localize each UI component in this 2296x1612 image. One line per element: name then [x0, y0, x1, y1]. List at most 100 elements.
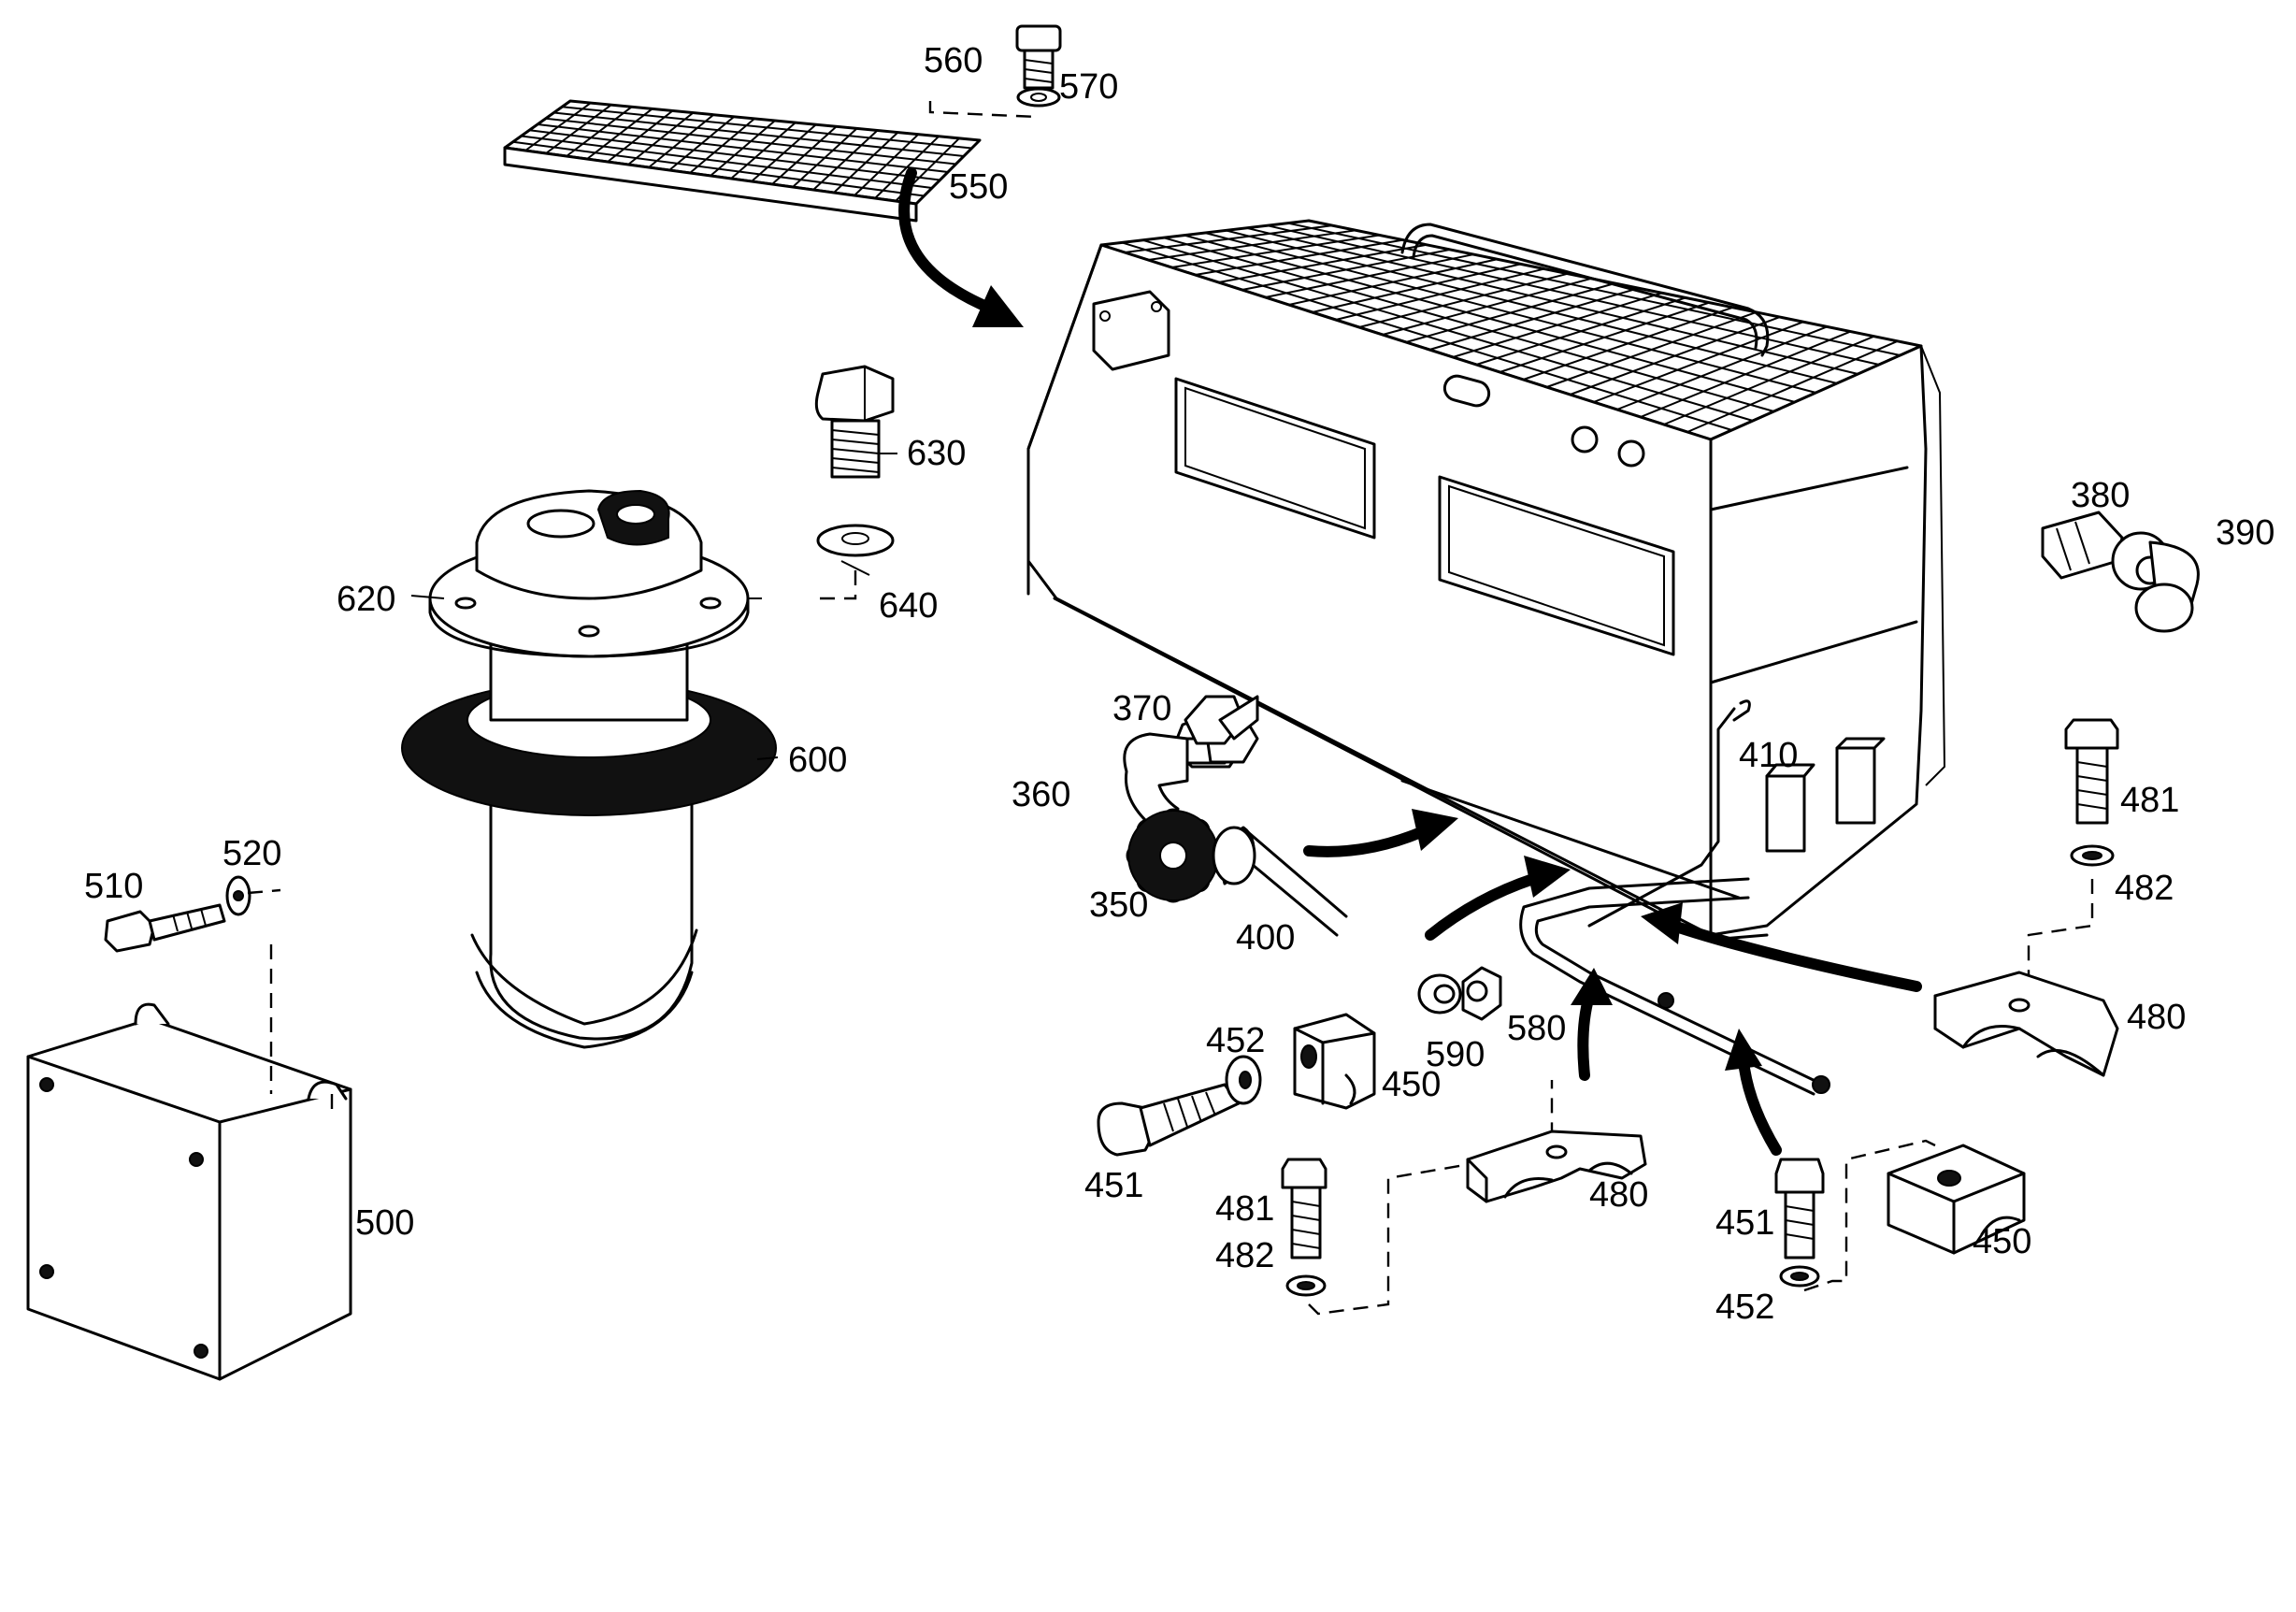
grid-line	[854, 133, 919, 196]
label-450-left: 450	[1382, 1065, 1441, 1104]
canister-620-600	[401, 489, 777, 1049]
label-350: 350	[1089, 885, 1148, 925]
grid-line	[1382, 277, 1592, 336]
label-370: 370	[1112, 689, 1171, 728]
label-580: 580	[1507, 1009, 1566, 1048]
block-450-left	[1293, 1013, 1376, 1110]
grid-line	[1335, 267, 1545, 321]
label-480-left: 480	[1589, 1175, 1648, 1215]
grid-line	[1148, 229, 1356, 261]
grid-line	[566, 106, 633, 157]
label-481-right: 481	[2120, 781, 2179, 820]
grid-line	[1171, 234, 1380, 268]
clamp-480-left	[1466, 1130, 1647, 1203]
label-520: 520	[222, 834, 281, 873]
thread-line	[831, 429, 880, 436]
fitting-370	[1184, 695, 1259, 745]
grid-line	[751, 123, 817, 182]
washer-590	[1417, 973, 1462, 1015]
label-550: 550	[949, 167, 1008, 207]
label-481-left: 481	[1215, 1189, 1274, 1229]
arrow-right-to-pipe	[1641, 902, 1922, 992]
pipe-bent	[1400, 779, 1830, 1096]
grid-line	[1546, 310, 1757, 388]
bolt-481-right	[2027, 718, 2119, 1000]
grid-line	[874, 136, 940, 199]
arrow-valve	[1303, 809, 1458, 857]
label-560: 560	[924, 41, 983, 80]
label-640: 640	[879, 586, 938, 626]
grid-line	[1686, 339, 1899, 433]
label-451-left: 451	[1084, 1166, 1143, 1205]
label-600: 600	[788, 741, 847, 780]
thread-line	[831, 439, 880, 445]
label-360: 360	[1012, 775, 1070, 814]
bolt-560	[928, 24, 1062, 119]
bolt-451-right	[1774, 1139, 1936, 1292]
grid-line	[607, 109, 674, 163]
clamp-480-right	[1933, 971, 2119, 1077]
grid-line	[730, 122, 796, 180]
grid-line	[1405, 282, 1615, 343]
arrow-up-451	[1725, 1029, 1782, 1156]
grid-line	[833, 131, 899, 194]
thread-line	[831, 457, 880, 464]
grid-line	[1616, 325, 1828, 410]
arrow-up-480	[1571, 968, 1613, 1081]
label-450-right: 450	[1973, 1222, 2031, 1261]
label-510: 510	[84, 867, 143, 906]
label-500: 500	[355, 1203, 414, 1243]
bolt-481-left	[1281, 1080, 1554, 1316]
grid-line	[710, 120, 776, 177]
part-labels: 560 570 550 630 620 640 600 510 520 500 …	[84, 41, 2274, 1327]
bolt-451-left	[1097, 1083, 1241, 1157]
block-450-right	[1887, 1144, 2026, 1255]
grid-line	[771, 125, 838, 185]
label-482-right: 482	[2115, 869, 2174, 908]
label-480-right: 480	[2127, 998, 2186, 1037]
washer-452-left	[1225, 1055, 1262, 1105]
grid-line	[1452, 292, 1663, 358]
grid-line	[524, 102, 592, 151]
nut-580	[1461, 966, 1502, 1021]
label-620: 620	[337, 580, 395, 619]
grid-line	[1124, 224, 1333, 253]
arrow-550	[898, 167, 1024, 327]
label-390: 390	[2216, 513, 2274, 553]
bolt-630	[813, 365, 895, 600]
grid-line	[586, 108, 653, 160]
label-570: 570	[1059, 67, 1118, 107]
grid-line	[1241, 248, 1451, 291]
thread-line	[831, 448, 880, 454]
leader-lines	[410, 453, 897, 760]
grid-line	[668, 116, 735, 171]
label-482-left: 482	[1215, 1236, 1274, 1275]
grid-line	[1195, 238, 1403, 276]
label-400: 400	[1236, 918, 1295, 957]
label-452-right: 452	[1715, 1288, 1774, 1327]
label-630: 630	[907, 434, 966, 473]
main-housing	[1026, 219, 1946, 942]
grid-line	[1640, 330, 1851, 418]
label-380: 380	[2071, 476, 2130, 515]
grid-line	[1499, 301, 1710, 373]
fitting-380-390	[2041, 511, 2200, 633]
grid-line	[792, 127, 858, 188]
grid-line	[1312, 263, 1521, 313]
grid-line	[648, 113, 714, 168]
grid-line	[1218, 243, 1428, 283]
grid-line	[1475, 296, 1686, 366]
bolt-510	[104, 875, 281, 953]
grid-line	[1523, 306, 1733, 381]
grid-line	[1358, 272, 1569, 328]
thread-line	[831, 467, 880, 473]
label-590: 590	[1426, 1035, 1485, 1074]
valve-assembly	[1123, 709, 1348, 937]
grid-line	[689, 118, 755, 174]
arrow-pipe-left	[1425, 856, 1571, 941]
grid-line	[1265, 253, 1474, 298]
grating-plate-550	[503, 99, 982, 223]
grid-line	[1663, 335, 1875, 425]
grid-line	[812, 129, 879, 191]
